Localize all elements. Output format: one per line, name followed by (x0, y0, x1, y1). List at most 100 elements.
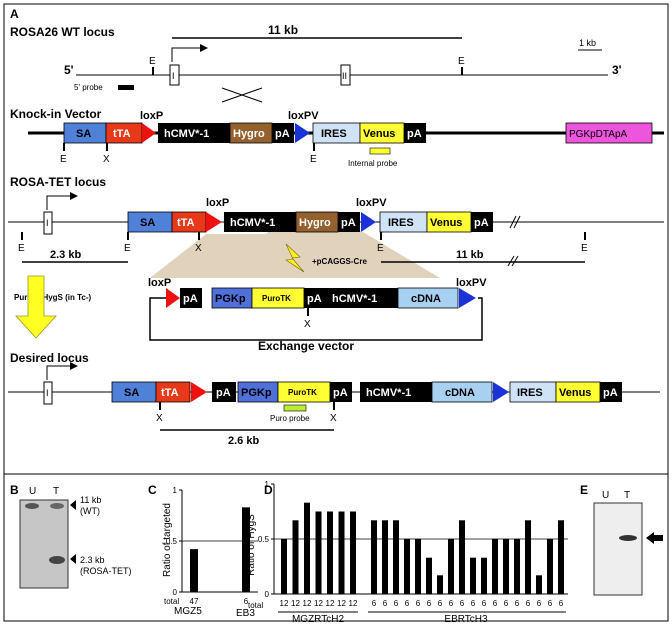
desired-size-label: 2.6 kb (228, 435, 259, 447)
panel-c-label: C (148, 483, 157, 497)
rosatet-size-right: 11 kb (456, 249, 484, 261)
chart-d-total-0: 12 (280, 599, 289, 608)
chart-c-tick-label-2: 1 (173, 486, 178, 495)
rosatet-break-mark (509, 215, 521, 229)
chart-d-bar-20 (514, 539, 520, 594)
blot-e-image (593, 502, 643, 596)
wt-exon-1-label: I (172, 71, 175, 81)
blot-b-arrow-1 (70, 500, 76, 510)
desired-promoter-arrowhead (70, 362, 78, 370)
chart-c-ylabel: Ratio of targeted (162, 503, 173, 577)
exchange-pa-box-1 (180, 288, 202, 308)
desired-title: Desired locus (10, 351, 89, 365)
wt-promoter-arrowhead (200, 44, 208, 52)
chart-d-total-4: 12 (326, 599, 335, 608)
cre-label: +pCAGGS-Cre (312, 257, 367, 266)
wt-exon-1 (169, 64, 180, 86)
chart-d-bar-5 (338, 511, 345, 594)
desired-cdna-box (431, 381, 493, 403)
chart-d-bar-8 (382, 520, 388, 594)
knockin-title: Knock-in Vector (10, 107, 102, 121)
puro-probe-bar (283, 404, 307, 412)
chart-c-total-0: 47 (190, 597, 199, 606)
scale-bar-label: 1 kb (579, 38, 596, 48)
chart-d-total-21: 6 (526, 599, 531, 608)
blot-b-band2-name: (ROSA-TET) (80, 566, 132, 576)
desired-exon-1 (43, 381, 53, 405)
chart-d-bar-14 (448, 539, 454, 594)
rosatet-hygro-label: Hygro (299, 217, 331, 229)
rosatet-loxpv-triangle (361, 212, 376, 232)
exchange-loxpv-triangle (459, 288, 476, 308)
blot-b-band-t-wt (50, 503, 64, 509)
desired-cdna-label: cDNA (445, 387, 475, 399)
panel-b-label: B (10, 483, 19, 497)
chart-c-bar-1 (242, 507, 250, 592)
figure-border (3, 3, 669, 622)
chart-c-tick-label-0: 0 (173, 588, 178, 597)
rosatet-hcmv-box (224, 212, 296, 232)
desired-exon-1-label: I (46, 388, 49, 398)
chart-c-group1: MGZ5 (174, 606, 202, 617)
blot-e-lane-t: T (624, 490, 630, 501)
desired-pgkp-label: PGKp (241, 387, 272, 399)
chart-d-total-3: 12 (314, 599, 323, 608)
exchange-xho-label: X (304, 319, 311, 330)
knockin-ecori-label-1: E (60, 154, 67, 165)
chart-d-total-label: total (248, 601, 263, 610)
exchange-hcmv-label: hCMV*-1 (332, 293, 377, 305)
knockin-hcmv-label: hCMV*-1 (164, 128, 209, 140)
chart-d-bar-22 (536, 575, 542, 594)
exchange-circle (149, 297, 483, 341)
chart-d-tick-label-1: 0.5 (258, 535, 270, 544)
chart-d-total-19: 6 (504, 599, 509, 608)
selection-label: PuroR, HygS (in Tc-) (14, 293, 92, 302)
desired-xho-label-1: X (156, 413, 163, 424)
desired-pa-box-2 (330, 382, 352, 402)
chart-d-bar-18 (492, 539, 498, 594)
knockin-loxp-label: loxP (140, 110, 163, 122)
knockin-ires-label: IRES (321, 128, 347, 140)
rosatet-title: ROSA-TET locus (10, 175, 106, 189)
chart-d-tick-label-0: 0 (265, 590, 270, 599)
chart-d-bar-15 (459, 520, 465, 594)
chart-d-total-23: 6 (548, 599, 553, 608)
chart-d-bar-13 (437, 575, 443, 594)
rosatet-loxpv-label: loxPV (356, 197, 387, 209)
rosatet-exon-1 (43, 211, 53, 235)
chart-d-total-17: 6 (482, 599, 487, 608)
desired-hcmv-label: hCMV*-1 (366, 387, 411, 399)
knockin-pa-label-1: pA (275, 128, 290, 140)
desired-tta-box (155, 381, 191, 403)
blot-b-lane-u: U (29, 486, 36, 497)
knockin-venus-label: Venus (363, 128, 395, 140)
desired-promoter-arrow (46, 365, 70, 380)
exchange-pa-box-2 (304, 288, 326, 308)
blot-b-band1-name: (WT) (80, 506, 100, 516)
panel-e-label: E (580, 483, 588, 497)
desired-venus-label: Venus (559, 387, 591, 399)
rosatet-tta-label: tTA (177, 217, 195, 229)
wt-size-label: 11 kb (268, 23, 298, 37)
rosatet-promoter-arrowhead (70, 192, 78, 200)
chart-d-bar-19 (503, 539, 509, 594)
desired-puretk-label: PuroTK (288, 388, 317, 397)
chart-d-bar-0 (281, 539, 287, 594)
blot-e-arrow-icon (646, 532, 663, 544)
exchange-pa-label-2: pA (307, 293, 322, 305)
exchange-pgkp-label: PGKp (215, 293, 246, 305)
exchange-loxpv-label: loxPV (456, 277, 487, 289)
blot-b-band-u-wt (25, 503, 39, 509)
chart-d-group2: EBRTcH3 (444, 614, 488, 625)
wt-promoter-arrow (171, 47, 200, 62)
desired-pa-label-3: pA (603, 387, 618, 399)
knockin-pgkdta-box (565, 122, 653, 144)
rosatet-venus-label: Venus (430, 217, 462, 229)
wt-exon-2 (340, 64, 351, 86)
chart-d-bar-21 (525, 520, 531, 594)
internal-probe-label: Internal probe (348, 159, 398, 168)
chart-d-total-5: 12 (337, 599, 346, 608)
knockin-xho-label: X (103, 154, 110, 165)
chart-d-total-15: 6 (460, 599, 465, 608)
chart-d-bar-11 (415, 539, 421, 594)
